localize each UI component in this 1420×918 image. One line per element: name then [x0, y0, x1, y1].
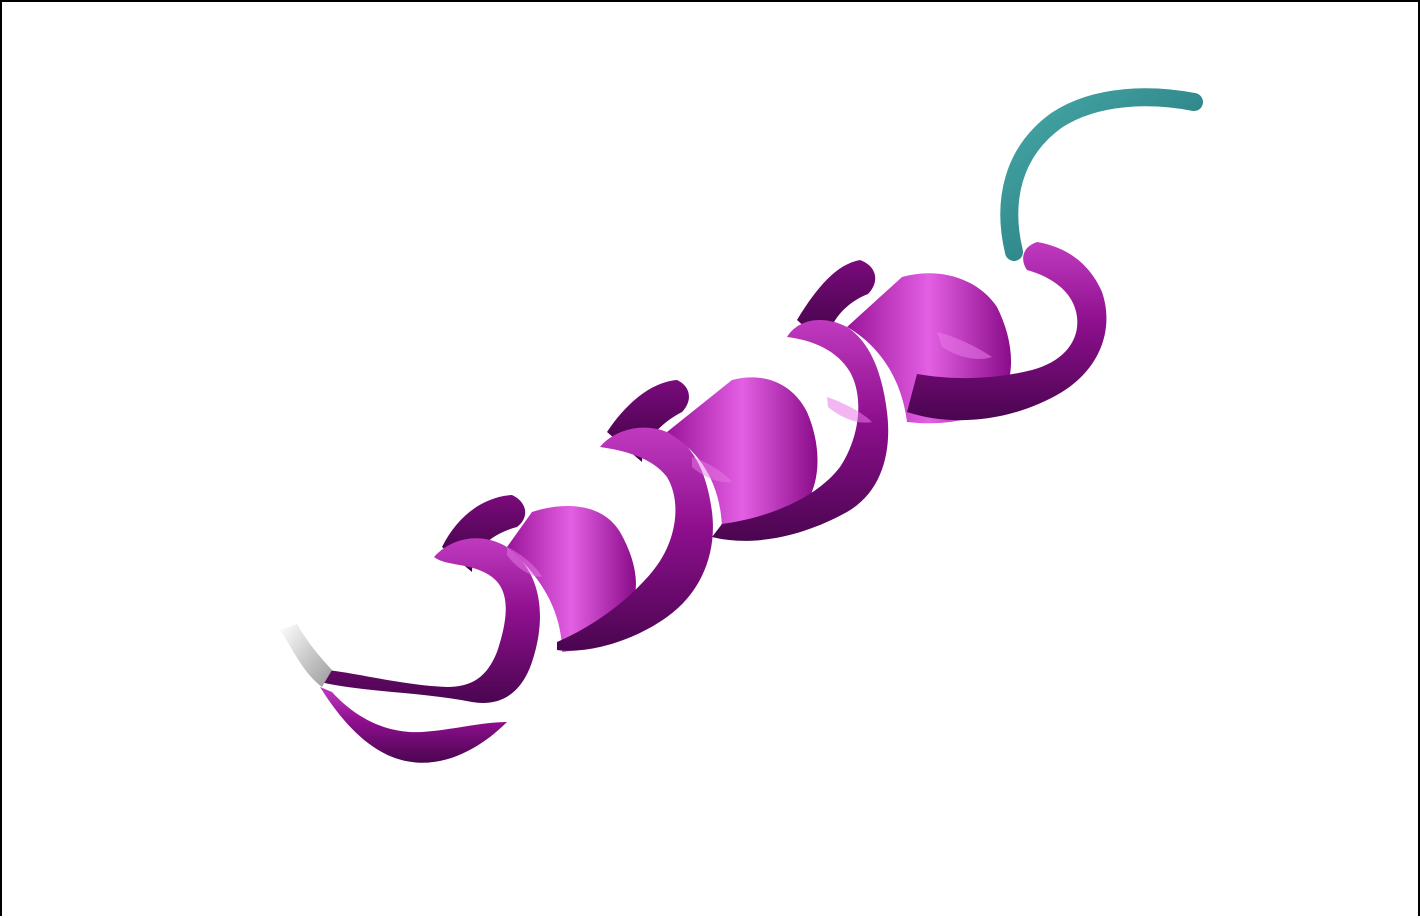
c-terminus-coil	[1009, 97, 1194, 252]
n-terminus-coil	[280, 624, 332, 687]
alpha-helix	[320, 242, 1106, 763]
